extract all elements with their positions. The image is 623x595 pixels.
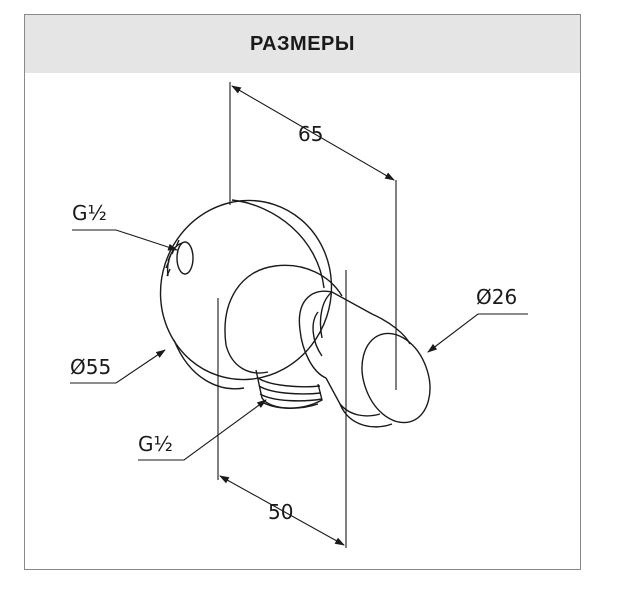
label-offset: 50 <box>268 500 293 524</box>
dimension-lines <box>70 82 528 548</box>
body-tube <box>224 264 343 374</box>
leader-flange-diameter <box>70 349 166 384</box>
label-thread-top: G½ <box>72 201 107 225</box>
dimension-line-50 <box>219 475 345 546</box>
holder-cradle <box>298 290 411 417</box>
wall-flange <box>159 199 333 390</box>
label-depth: 65 <box>298 122 323 146</box>
outlet-thread <box>255 369 323 409</box>
leader-thread-top <box>72 229 178 251</box>
leader-thread-bottom <box>138 399 267 461</box>
label-flange-diameter: Ø55 <box>70 355 111 379</box>
header-bar: РАЗМЕРЫ <box>25 15 580 73</box>
leader-holder-diameter <box>427 313 528 353</box>
holder-cap <box>339 332 431 428</box>
label-thread-bottom: G½ <box>138 432 173 456</box>
wall-thread <box>165 239 194 277</box>
page-title: РАЗМЕРЫ <box>250 32 355 55</box>
dimension-line-65 <box>231 85 395 181</box>
label-holder-diameter: Ø26 <box>476 285 517 309</box>
